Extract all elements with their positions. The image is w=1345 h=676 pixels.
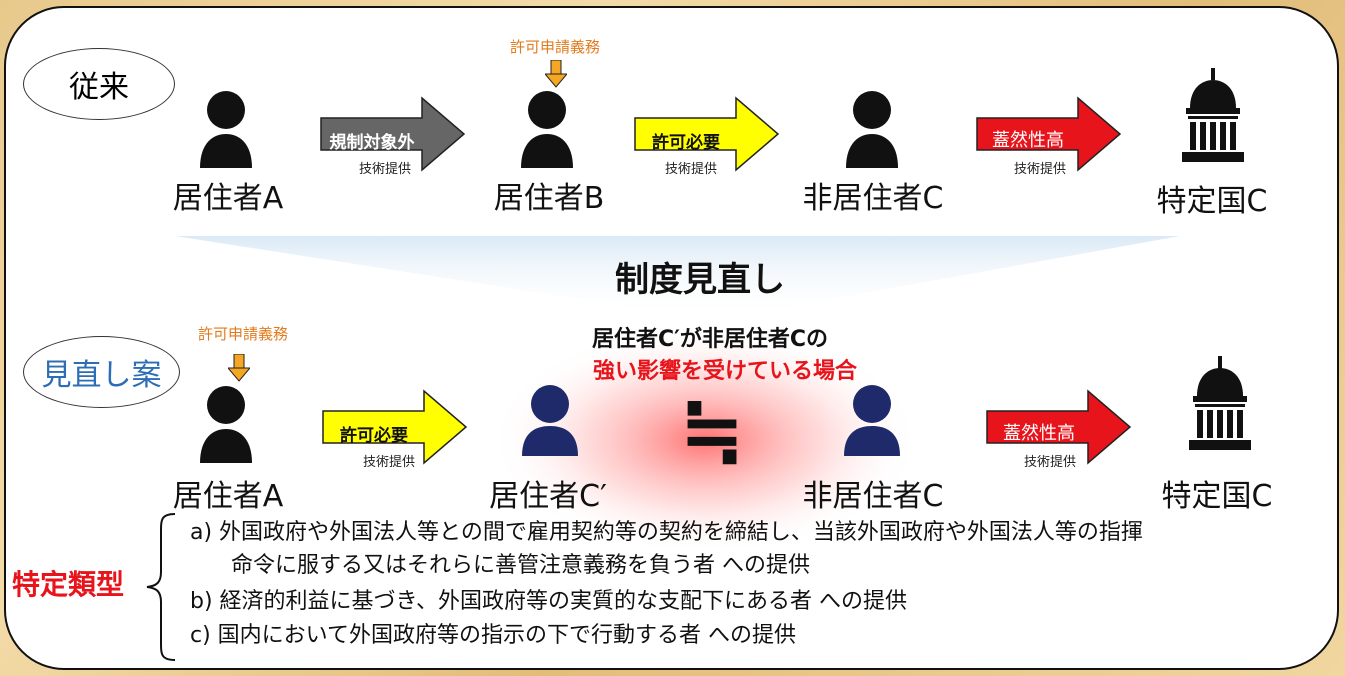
arrow-label: 許可必要: [652, 133, 720, 153]
review-title: 制度見直し: [615, 260, 785, 300]
arrow-high-probability: [976, 96, 1122, 172]
person-icon-highlighted: [522, 385, 578, 456]
arrow-label: 許可必要: [340, 426, 408, 446]
person-icon-highlighted: [844, 385, 900, 456]
government-building-icon: [1182, 68, 1244, 162]
arrow-sublabel: 技術提供: [664, 162, 718, 177]
person-name: 居住者A: [172, 479, 284, 514]
person-name: 居住者A: [172, 181, 284, 216]
person-icon: [200, 91, 252, 168]
specific-type-item: 命令に服する又はそれらに善管注意義務を負う者 への提供: [231, 553, 810, 578]
badge-current-label: 従来: [69, 70, 129, 105]
person-name: 非居住者C: [802, 479, 944, 514]
curly-brace: [146, 513, 176, 661]
arrow-permission-required: [322, 389, 468, 465]
specific-type-item: b) 経済的利益に基づき、外国政府等の実質的な支配下にある者 への提供: [190, 589, 907, 614]
down-arrow-icon: [545, 60, 567, 88]
person-name: 居住者C′: [489, 479, 607, 514]
obligation-label-bottom: 許可申請義務: [197, 325, 289, 343]
badge-proposal-label: 見直し案: [41, 358, 162, 393]
condition-line-1: 居住者C′が非居住者Cの: [591, 327, 829, 352]
person-name: 特定国C: [1156, 184, 1268, 219]
specific-types-title: 特定類型: [12, 568, 125, 601]
obligation-label-top: 許可申請義務: [509, 38, 601, 56]
arrow-sublabel: 技術提供: [362, 455, 416, 470]
specific-type-item: c) 国内において外国政府等の指示の下で行動する者 への提供: [190, 623, 797, 648]
condition-line-2: 強い影響を受けている場合: [592, 359, 858, 384]
person-name: 特定国C: [1161, 479, 1273, 514]
arrow-label: 規制対象外: [329, 133, 415, 153]
arrow-label: 蓋然性高: [992, 130, 1064, 151]
arrow-not-regulated: [320, 96, 466, 172]
approx-equal-symbol: ≒: [679, 386, 745, 476]
badge-proposal: 見直し案: [23, 336, 180, 408]
arrow-label: 蓋然性高: [1003, 423, 1075, 444]
person-icon: [846, 91, 898, 168]
arrow-permission-required: [634, 96, 780, 172]
specific-type-item: a) 外国政府や外国法人等との間で雇用契約等の契約を締結し、当該外国政府や外国法…: [190, 520, 1143, 545]
arrow-sublabel: 技術提供: [1023, 455, 1077, 470]
arrow-sublabel: 技術提供: [358, 162, 412, 177]
person-name: 非居住者C: [802, 181, 944, 216]
person-icon: [200, 386, 252, 463]
arrow-sublabel: 技術提供: [1013, 162, 1067, 177]
down-arrow-icon: [228, 354, 250, 382]
badge-current: 従来: [23, 48, 175, 120]
government-building-icon: [1189, 356, 1251, 450]
person-icon: [521, 91, 573, 168]
arrow-high-probability: [986, 389, 1132, 465]
person-name: 居住者B: [493, 181, 605, 216]
